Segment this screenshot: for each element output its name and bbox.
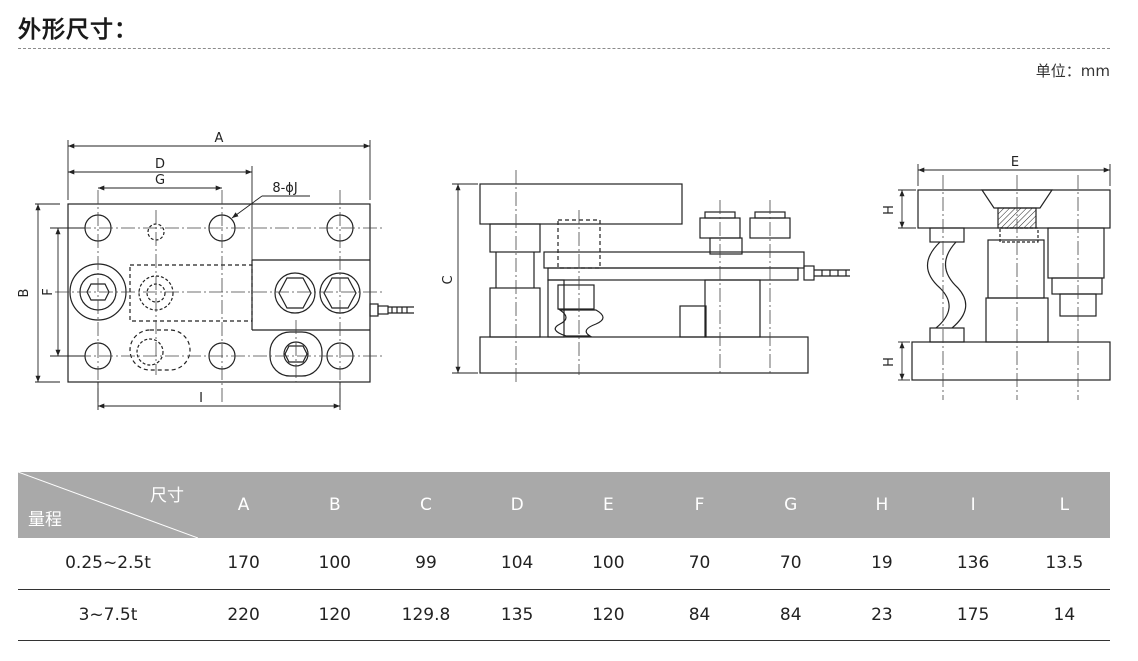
dim-label-f: F — [41, 288, 56, 295]
dim-label-i: I — [199, 391, 203, 406]
dim-label-h-bottom: H — [882, 357, 897, 367]
table-cell: 70 — [779, 553, 802, 574]
front-view-top-plate — [479, 183, 683, 225]
table-cell: 14 — [1053, 604, 1076, 625]
column-header: C — [420, 495, 432, 515]
table-cell: 104 — [500, 553, 534, 574]
table-cell: 120 — [592, 604, 625, 625]
dim-label-d: D — [155, 157, 165, 172]
table-cell: 100 — [592, 553, 625, 574]
unit-label: 单位：mm — [1035, 62, 1110, 80]
table-cell: 84 — [779, 604, 802, 625]
column-header: A — [237, 495, 250, 515]
table-cell: 99 — [415, 553, 437, 574]
column-header: D — [510, 495, 524, 515]
dim-label-hole: 8-ϕJ — [272, 181, 297, 196]
front-view-base-plate — [479, 336, 809, 374]
top-view-dimensions — [35, 140, 371, 410]
corner-label-range: 量程 — [28, 510, 62, 530]
table-cell: 13.5 — [1045, 553, 1084, 574]
corner-label-dimension: 尺寸 — [150, 486, 184, 506]
top-view-drawing — [67, 203, 414, 383]
table-row: 0.25~2.5t 170 100 99 104 100 70 70 19 13… — [18, 538, 1110, 589]
corner-diagonal — [18, 472, 198, 538]
column-header: H — [875, 495, 889, 515]
column-header: E — [602, 495, 614, 515]
range-cell: 0.25~2.5t — [65, 553, 151, 574]
column-header: F — [694, 495, 705, 515]
range-cell: 3~7.5t — [78, 604, 138, 625]
page-title: 外形尺寸： — [18, 17, 138, 43]
table-cell: 84 — [688, 604, 711, 625]
top-view-base-plate — [67, 203, 371, 383]
dim-label-b: B — [17, 289, 32, 298]
column-header: L — [1059, 495, 1070, 515]
table-cell: 100 — [318, 553, 351, 574]
side-view-drawing — [911, 189, 1111, 381]
table-cell: 23 — [871, 604, 893, 625]
table-cell: 136 — [956, 553, 990, 574]
technical-drawings: A D G 8-ϕJ I B F C — [17, 131, 1111, 410]
column-header: I — [970, 495, 976, 515]
dim-label-a: A — [215, 131, 224, 146]
table-corner-cell: 尺寸 量程 — [18, 472, 198, 538]
table-cell: 220 — [227, 604, 260, 625]
front-view-drawing — [479, 183, 850, 374]
table-cell: 70 — [688, 553, 711, 574]
table-cell: 135 — [500, 604, 534, 625]
dim-label-e: E — [1011, 155, 1019, 170]
table-cell: 120 — [318, 604, 351, 625]
table-cell: 175 — [956, 604, 990, 625]
table-cell: 170 — [227, 553, 260, 574]
table-cell: 19 — [871, 553, 893, 574]
table-row: 3~7.5t 220 120 129.8 135 120 84 84 23 17… — [18, 589, 1110, 640]
dimension-table: 尺寸 量程 A B C D E F G H I L 0.25~2.5t 170 … — [18, 472, 1110, 641]
dim-label-g: G — [155, 173, 165, 188]
dim-label-h-top: H — [882, 205, 897, 215]
dim-label-c: C — [441, 275, 456, 284]
side-view-base-plate — [911, 341, 1111, 381]
title-divider — [18, 48, 1110, 49]
table-header-row: 尺寸 量程 A B C D E F G H I L — [18, 472, 1110, 538]
column-header: G — [784, 495, 798, 515]
table-cell: 129.8 — [401, 604, 451, 625]
column-header: B — [328, 495, 341, 515]
